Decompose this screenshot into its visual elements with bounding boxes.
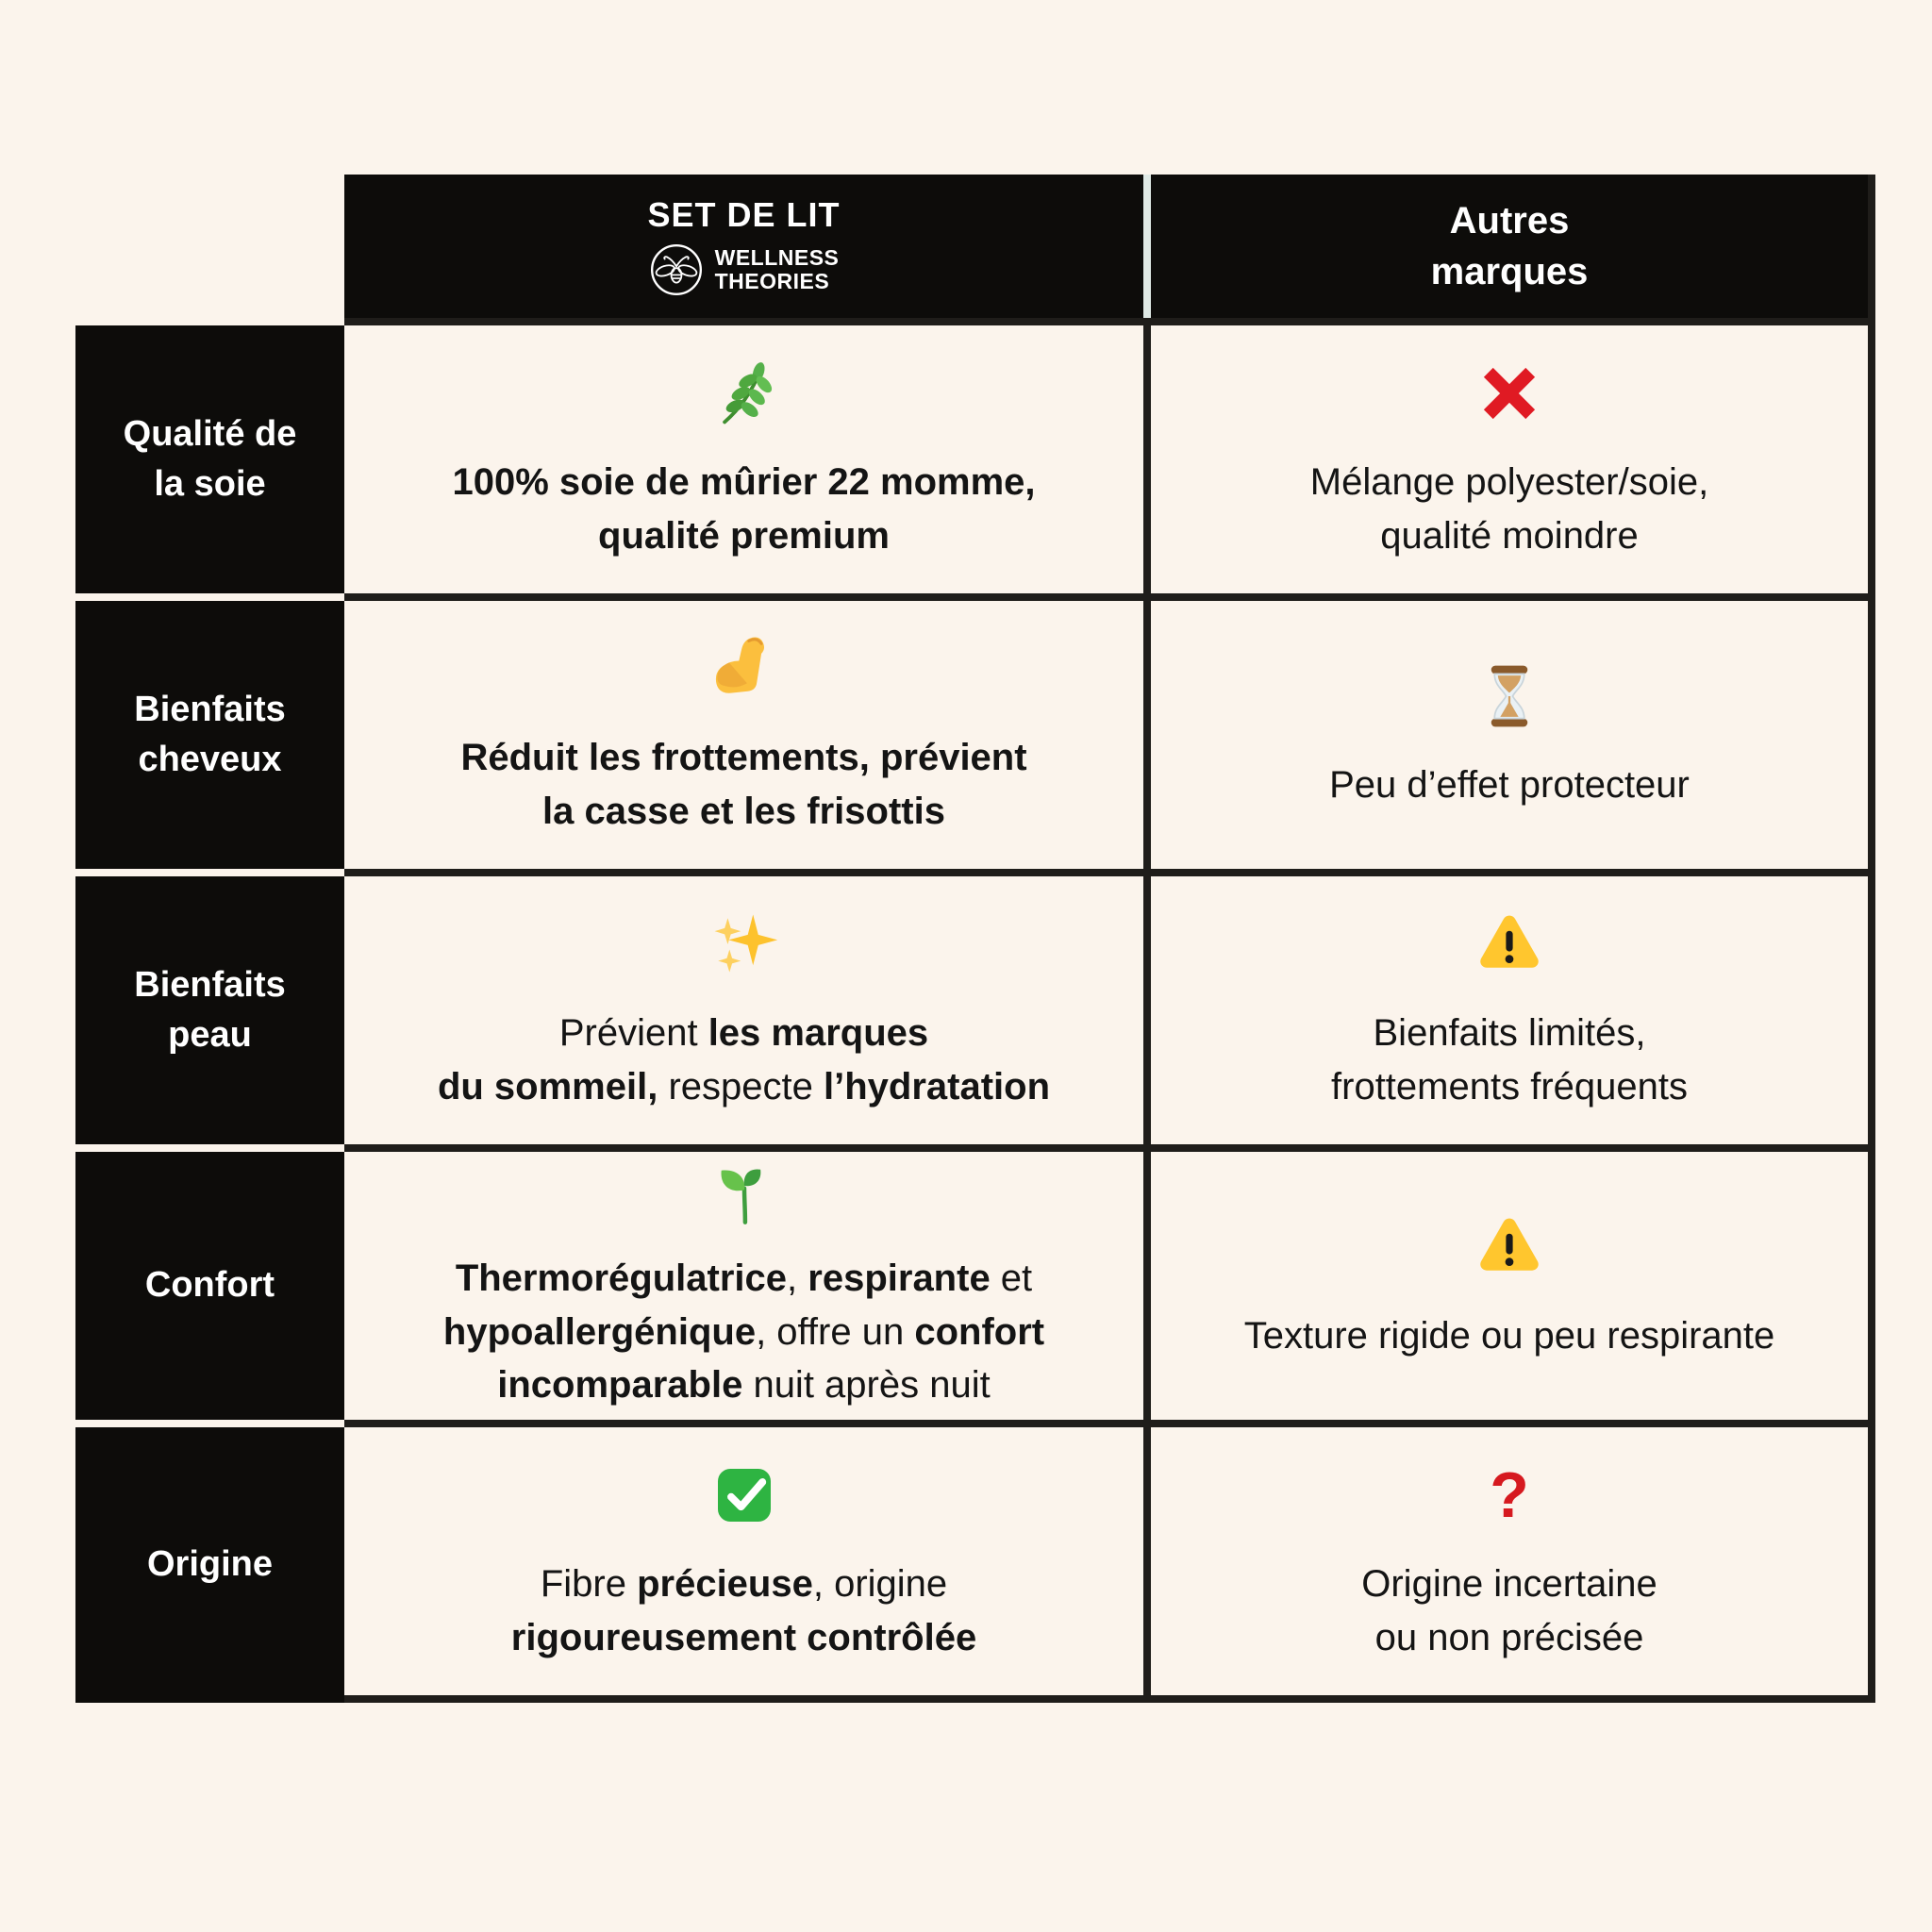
row-label-qualite-soie: Qualité de la soie: [75, 325, 344, 593]
sparkles-icon: [709, 907, 779, 982]
row-label-bienfaits-cheveux: Bienfaits cheveux: [75, 601, 344, 869]
cell-qualite-others: Mélange polyester/soie,qualité moindre: [1151, 325, 1868, 593]
warning-triangle-icon: [1474, 1209, 1545, 1285]
cross-mark-icon: [1474, 356, 1544, 431]
warning-triangle-icon: [1474, 907, 1545, 982]
brand-logo: WELLNESS THEORIES: [649, 242, 840, 297]
cell-text: Bienfaits limités,frottements fréquents: [1331, 1012, 1688, 1108]
question-mark-glyph: ?: [1490, 1459, 1529, 1532]
others-column-title: Autres marques: [1430, 200, 1589, 292]
cell-peau-others: Bienfaits limités,frottements fréquents: [1151, 876, 1868, 1144]
cell-text: Texture rigide ou peu respirante: [1243, 1314, 1775, 1357]
red-question-mark-icon: ?: [1490, 1457, 1529, 1533]
cell-text: Mélange polyester/soie,qualité moindre: [1309, 461, 1709, 557]
herb-sprig-icon: [708, 356, 780, 431]
cell-cheveux-others: Peu d’effet protecteur: [1151, 601, 1868, 869]
cell-confort-others: Texture rigide ou peu respirante: [1151, 1152, 1868, 1420]
flexed-biceps-icon: [708, 631, 780, 707]
header-others-column: Autres marques: [1151, 175, 1868, 318]
cell-text: 100% soie de mûrier 22 momme,qualité pre…: [452, 461, 1036, 557]
row-label-confort: Confort: [75, 1152, 344, 1420]
check-mark-button-icon: [711, 1457, 777, 1533]
hourglass-icon: [1476, 658, 1542, 734]
brand-column-title: SET DE LIT: [647, 195, 841, 234]
header-brand-column: SET DE LIT WELLNESS THEORIES: [344, 175, 1143, 318]
cell-qualite-brand: 100% soie de mûrier 22 momme,qualité pre…: [344, 325, 1143, 593]
seedling-icon: [710, 1159, 778, 1227]
header-divider: [1143, 175, 1151, 318]
brand-logo-name: WELLNESS THEORIES: [714, 244, 840, 293]
bee-logo-icon: [649, 242, 704, 297]
cell-text: Peu d’effet protecteur: [1329, 763, 1690, 806]
comparison-table: SET DE LIT WELLNESS THEORIES Autres marq…: [344, 175, 1875, 1703]
row-label-origine: Origine: [75, 1427, 344, 1703]
row-label-bienfaits-peau: Bienfaits peau: [75, 876, 344, 1144]
